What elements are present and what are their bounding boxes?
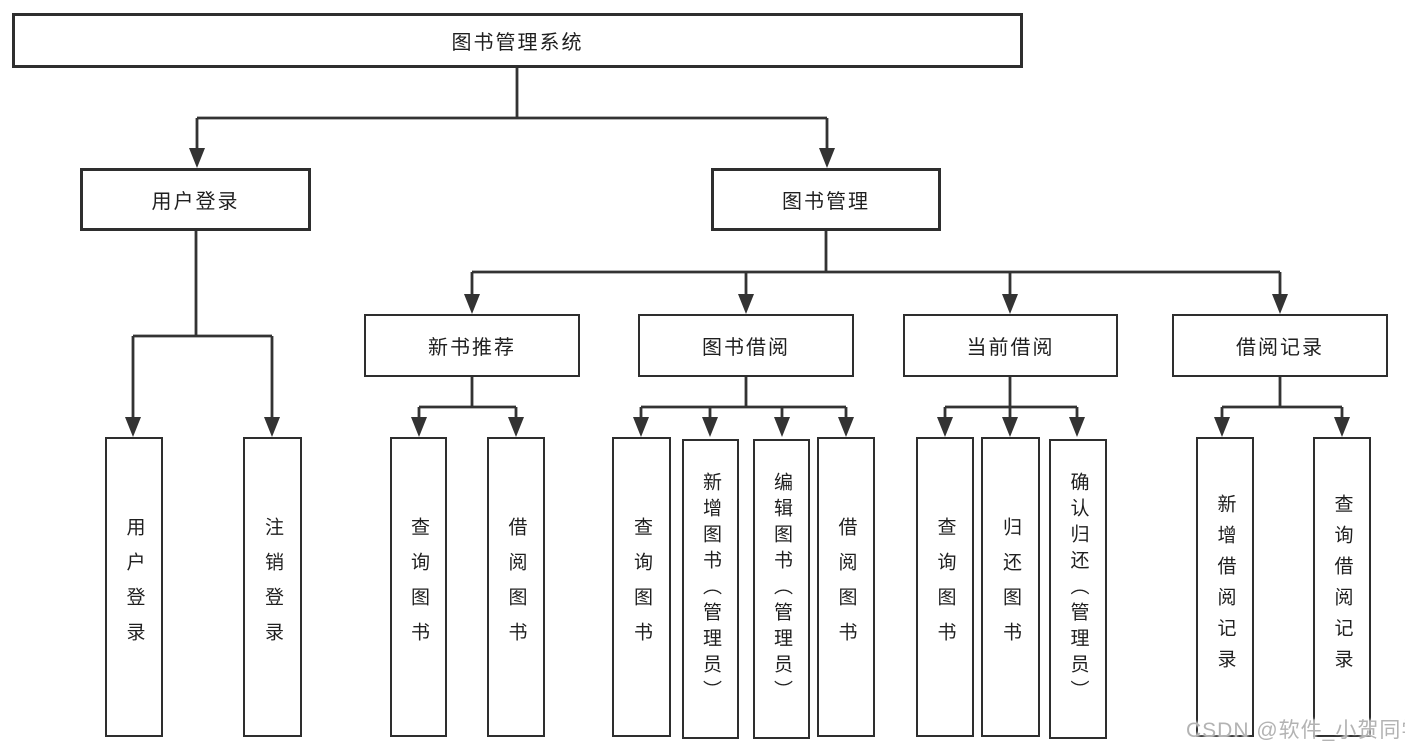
leaf-nb-borrow-books: 借阅图书 (487, 437, 545, 737)
node-new-book-recommend-label: 新书推荐 (428, 337, 516, 359)
leaf-cb-return-books: 归还图书 (981, 437, 1040, 737)
node-borrowing-records: 借阅记录 (1172, 314, 1388, 377)
leaf-bb-query-books: 查询图书 (612, 437, 671, 737)
leaf-nb-borrow-books-label: 借阅图书 (505, 517, 527, 657)
leaf-br-query-record: 查询借阅记录 (1313, 437, 1371, 737)
node-root-label: 图书管理系统 (451, 32, 584, 54)
node-book-management-label: 图书管理 (782, 191, 870, 213)
node-current-borrowing-label: 当前借阅 (966, 337, 1055, 359)
leaf-nb-query-books: 查询图书 (390, 437, 447, 737)
leaf-bb-query-books-label: 查询图书 (631, 517, 652, 657)
node-new-book-recommend: 新书推荐 (364, 314, 580, 377)
node-book-borrowing-label: 图书借阅 (702, 337, 790, 359)
node-root: 图书管理系统 (12, 13, 1023, 68)
leaf-bb-edit-books: 编辑图书（管理员） (753, 439, 810, 739)
leaf-logout: 注销登录 (243, 437, 302, 737)
leaf-user-login-label: 用户登录 (123, 517, 145, 657)
leaf-user-login: 用户登录 (105, 437, 163, 737)
node-book-management: 图书管理 (711, 168, 941, 231)
leaf-br-add-record-label: 新增借阅记录 (1214, 494, 1236, 680)
leaf-bb-borrow-books: 借阅图书 (817, 437, 875, 737)
node-user-login: 用户登录 (80, 168, 311, 231)
leaf-cb-confirm-return: 确认归还（管理员） (1049, 439, 1107, 739)
leaf-bb-edit-books-label: 编辑图书（管理员） (771, 472, 792, 706)
leaf-bb-add-books-label: 新增图书（管理员） (700, 472, 721, 706)
node-borrowing-records-label: 借阅记录 (1236, 337, 1324, 359)
arrowheads (125, 148, 1350, 437)
leaf-cb-confirm-return-label: 确认归还（管理员） (1067, 472, 1089, 706)
leaf-logout-label: 注销登录 (262, 517, 283, 657)
leaf-cb-query-books: 查询图书 (916, 437, 974, 737)
node-user-login-label: 用户登录 (151, 191, 240, 213)
leaf-br-add-record: 新增借阅记录 (1196, 437, 1254, 737)
leaf-bb-borrow-books-label: 借阅图书 (835, 517, 857, 657)
csdn-watermark: CSDN @软件_小贺同学 (1186, 719, 1405, 742)
leaf-nb-query-books-label: 查询图书 (408, 517, 429, 657)
leaf-bb-add-books: 新增图书（管理员） (682, 439, 739, 739)
node-current-borrowing: 当前借阅 (903, 314, 1118, 377)
leaf-cb-return-books-label: 归还图书 (1000, 517, 1021, 657)
node-book-borrowing: 图书借阅 (638, 314, 854, 377)
leaf-br-query-record-label: 查询借阅记录 (1331, 494, 1353, 680)
leaf-cb-query-books-label: 查询图书 (934, 517, 956, 657)
